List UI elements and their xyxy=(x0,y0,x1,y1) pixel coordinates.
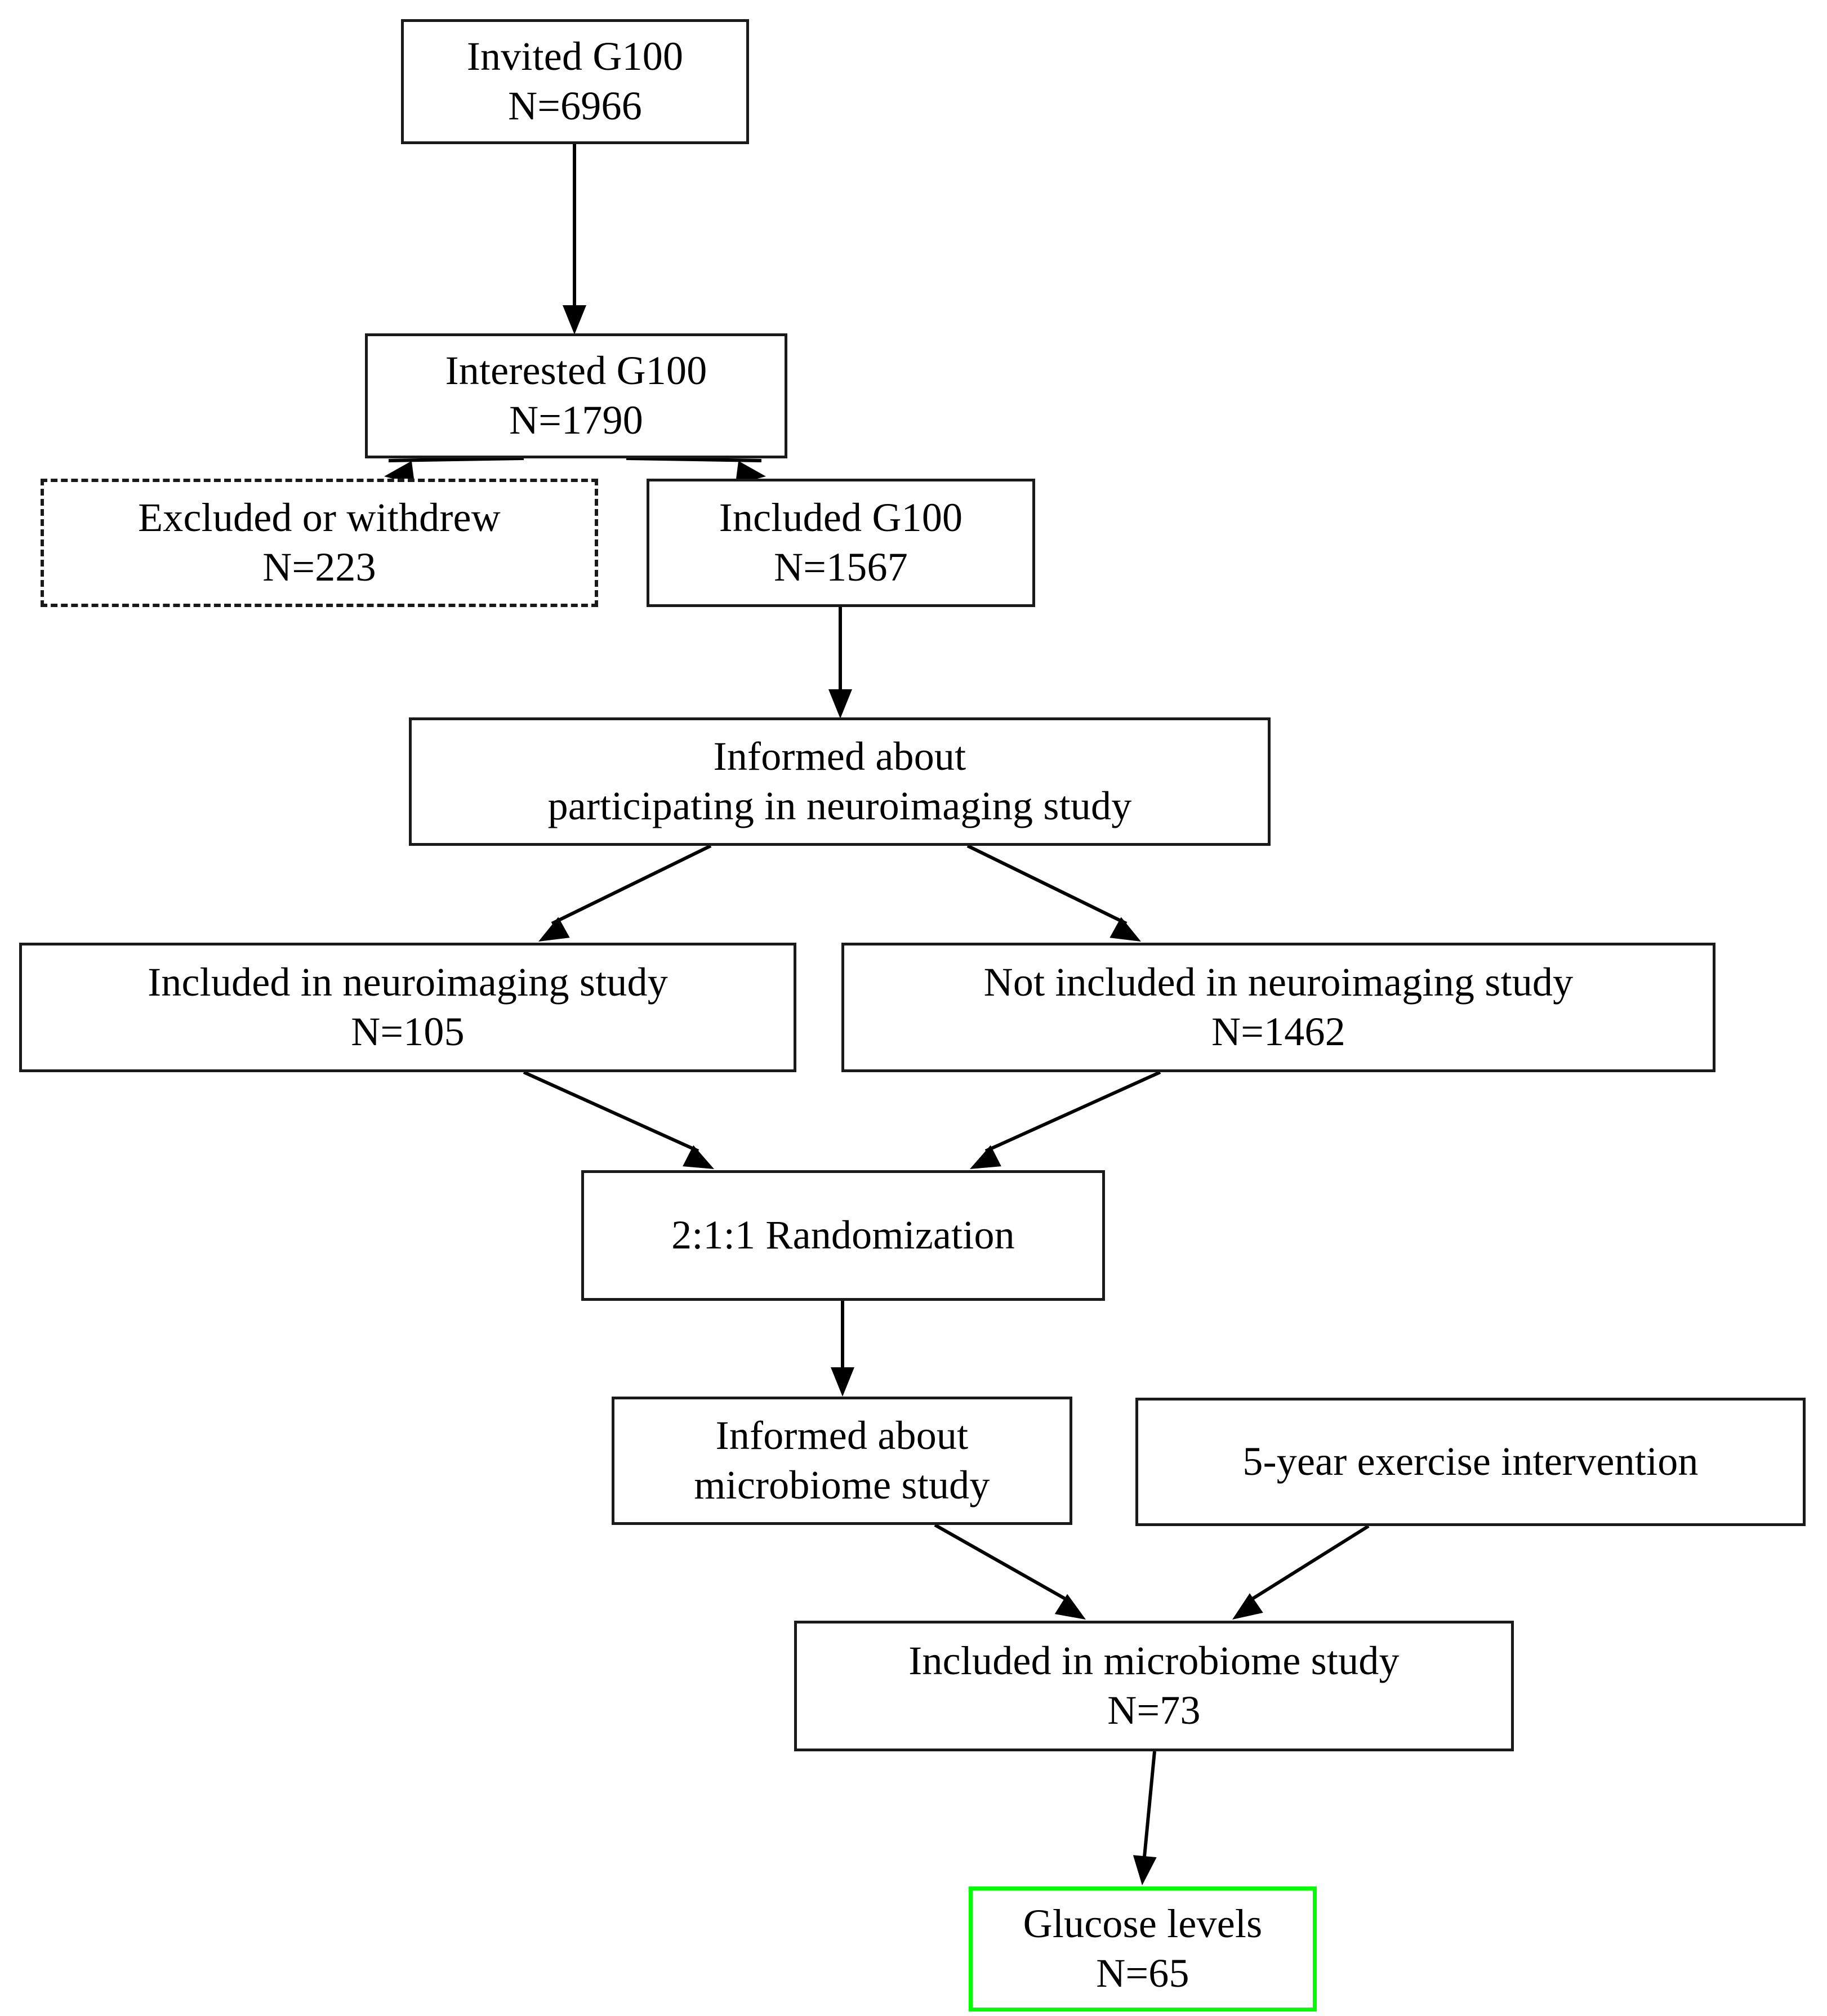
edge-informed-neuro-to-included-neuro xyxy=(538,844,712,942)
arrowhead xyxy=(683,1145,714,1169)
node-excluded-or-withdrew[interactable]: Excluded or withdrew N=223 xyxy=(41,479,598,607)
node-randomization[interactable]: 2:1:1 Randomization xyxy=(581,1170,1105,1301)
edge-not-included-neuro-to-randomization xyxy=(970,1071,1161,1169)
node-line: participating in neuroimaging study xyxy=(547,783,1132,828)
arrowhead xyxy=(828,689,852,719)
node-line: Informed about xyxy=(713,734,966,779)
node-line: Invited G100 xyxy=(466,34,684,79)
node-line: Included G100 xyxy=(719,495,963,541)
node-line: N=1567 xyxy=(774,545,908,590)
node-included-in-microbiome-study[interactable]: Included in microbiome study N=73 xyxy=(794,1621,1514,1751)
node-line: Glucose levels xyxy=(1023,1901,1263,1947)
node-line: N=105 xyxy=(351,1009,465,1054)
edge-randomization-to-informed-micro xyxy=(831,1301,854,1397)
edge-included-neuro-to-randomization xyxy=(523,1071,714,1169)
node-line: N=1462 xyxy=(1211,1009,1345,1054)
node-line: N=6966 xyxy=(508,83,642,128)
node-line: 5-year exercise intervention xyxy=(1242,1439,1699,1484)
node-line: Included in microbiome study xyxy=(908,1638,1400,1684)
node-line: Interested G100 xyxy=(445,348,707,394)
node-line: N=1790 xyxy=(509,398,643,443)
node-line: 2:1:1 Randomization xyxy=(671,1212,1015,1258)
edge-included-to-informed-neuro xyxy=(828,607,852,719)
arrowhead xyxy=(1054,1594,1086,1620)
node-informed-about-microbiome-study[interactable]: Informed about microbiome study xyxy=(612,1397,1072,1525)
arrowhead xyxy=(1133,1855,1157,1885)
node-invited-g100[interactable]: Invited G100 N=6966 xyxy=(401,19,749,144)
node-not-included-in-neuroimaging-study[interactable]: Not included in neuroimaging study N=146… xyxy=(841,943,1715,1072)
node-line: Not included in neuroimaging study xyxy=(983,960,1574,1005)
node-interested-g100[interactable]: Interested G100 N=1790 xyxy=(365,333,787,458)
node-informed-about-neuroimaging[interactable]: Informed about participating in neuroima… xyxy=(409,717,1271,846)
arrowhead xyxy=(563,305,586,334)
edge-exercise-to-included-micro xyxy=(1232,1524,1370,1620)
node-glucose-levels[interactable]: Glucose levels N=65 xyxy=(969,1886,1317,2011)
node-exercise-intervention[interactable]: 5-year exercise intervention xyxy=(1135,1398,1806,1526)
edge-informed-micro-to-included-micro xyxy=(934,1523,1086,1620)
arrowhead xyxy=(538,917,570,942)
arrowhead xyxy=(831,1367,854,1397)
edge-included-micro-to-glucose xyxy=(1133,1751,1157,1885)
node-line: Included in neuroimaging study xyxy=(148,960,668,1005)
node-line: N=65 xyxy=(1096,1951,1189,1996)
node-line: Excluded or withdrew xyxy=(138,495,501,541)
node-line: Informed about xyxy=(715,1413,969,1459)
arrowhead xyxy=(1232,1593,1263,1620)
arrowhead xyxy=(1109,917,1141,942)
edge-invited-to-interested xyxy=(563,144,586,334)
arrowhead xyxy=(970,1145,1001,1169)
node-included-in-neuroimaging-study[interactable]: Included in neuroimaging study N=105 xyxy=(19,943,796,1072)
edge-informed-neuro-to-not-included-neuro xyxy=(966,844,1141,942)
node-line: N=223 xyxy=(262,545,376,590)
node-line: microbiome study xyxy=(694,1462,990,1507)
node-included-g100[interactable]: Included G100 N=1567 xyxy=(647,479,1035,607)
node-line: N=73 xyxy=(1107,1688,1201,1733)
